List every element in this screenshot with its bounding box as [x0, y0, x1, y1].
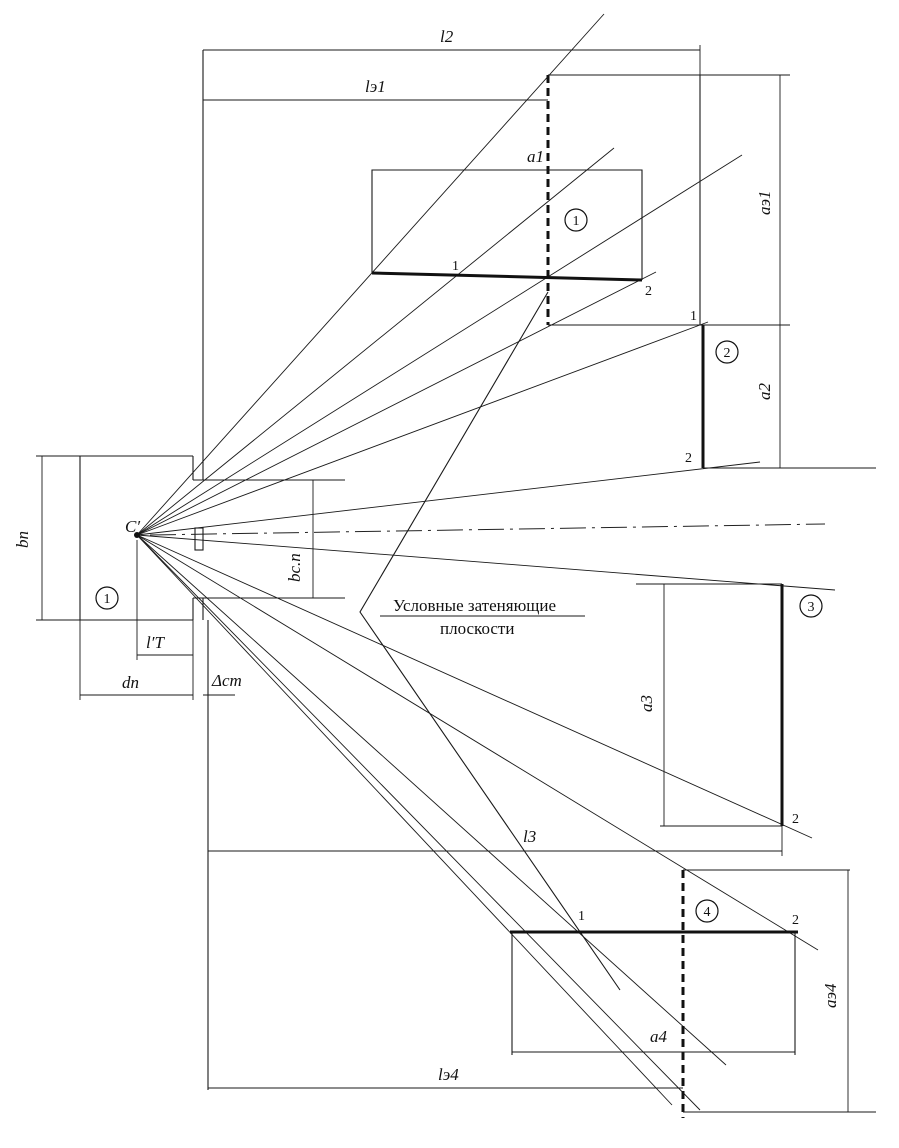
ray-lower-2 [136, 534, 813, 839]
dimensions-left [36, 455, 314, 700]
room1u-wall [548, 74, 701, 326]
room1u-outline [371, 169, 643, 280]
ray-lower-4 [136, 534, 727, 1066]
zone-markers: 1 1 2 3 4 [95, 208, 823, 923]
zone-circle-4 [695, 899, 719, 923]
point-1-room4: 1 [578, 909, 585, 924]
window-frame-mark [194, 527, 204, 551]
left-wall [79, 50, 345, 1090]
label-C: C′ [125, 517, 140, 536]
window-top-edge [193, 456, 204, 481]
point-2-room3: 2 [792, 812, 799, 827]
ray-upper-1 [136, 13, 605, 536]
ray-upper-2 [136, 147, 615, 536]
label-ae1: aэ1 [755, 191, 774, 216]
point-2-room2: 2 [685, 451, 692, 466]
zone-circle-1-upper [564, 208, 588, 232]
ray-upper-5 [136, 321, 709, 536]
room1-outline [79, 455, 193, 621]
label-le1: lэ1 [365, 77, 386, 96]
source-point [134, 532, 140, 538]
label-dst: Δст [211, 671, 242, 690]
label-l2: l2 [440, 27, 454, 46]
ray-upper-3 [136, 271, 657, 536]
ray-upper-4 [136, 154, 743, 536]
ray-lower-1 [136, 534, 836, 591]
room-4 [510, 869, 876, 1118]
caption-line2: плоскости [440, 619, 514, 638]
shading-planes-caption: Условные затеняющие плоскости [393, 596, 556, 638]
label-a4: a4 [650, 1027, 668, 1046]
dimension-labels: l2 lэ1 a1 aэ1 a2 bп bс.п C′ l′T dп Δст a… [13, 27, 840, 1084]
ray-upper-6 [136, 461, 761, 536]
room-2 [701, 325, 876, 469]
dimensions-right [203, 45, 849, 1112]
label-a3: a3 [637, 695, 656, 712]
symmetry-axis [149, 523, 826, 536]
point-2-room4: 2 [792, 913, 799, 928]
label-a1: a1 [527, 147, 544, 166]
label-bp: bп [13, 531, 32, 548]
label-dp: dп [122, 673, 139, 692]
label-a2: a2 [755, 383, 774, 401]
label-le4: lэ4 [438, 1065, 459, 1084]
zone-label-1-left: 1 [104, 592, 111, 607]
zone-label-2: 2 [724, 346, 731, 361]
zone-label-4: 4 [704, 905, 711, 920]
label-lT: l′T [146, 633, 165, 652]
label-ae4: aэ4 [821, 983, 840, 1008]
zone-circle-2 [715, 340, 739, 364]
point-1-room2: 1 [690, 309, 697, 324]
label-l3: l3 [523, 827, 536, 846]
zone-label-1-upper: 1 [573, 214, 580, 229]
zone-circle-3 [799, 594, 823, 618]
point-1-room1u: 1 [452, 259, 459, 274]
ray-lower-5 [136, 534, 673, 1106]
point-2-room1u: 2 [645, 284, 652, 299]
ray-lower-6 [136, 534, 701, 1111]
ray-lower-3 [136, 534, 819, 951]
rays [136, 13, 836, 1111]
room-3 [636, 583, 784, 827]
point-labels: 1 2 1 2 2 1 2 [452, 259, 799, 928]
caption-line1: Условные затеняющие [393, 596, 556, 615]
zone-circle-1-left [95, 586, 119, 610]
shading-plane-line [359, 291, 621, 991]
label-bsp: bс.п [285, 553, 304, 582]
axis [149, 523, 826, 536]
zone-label-3: 3 [808, 600, 815, 615]
room1u-window [371, 271, 643, 282]
